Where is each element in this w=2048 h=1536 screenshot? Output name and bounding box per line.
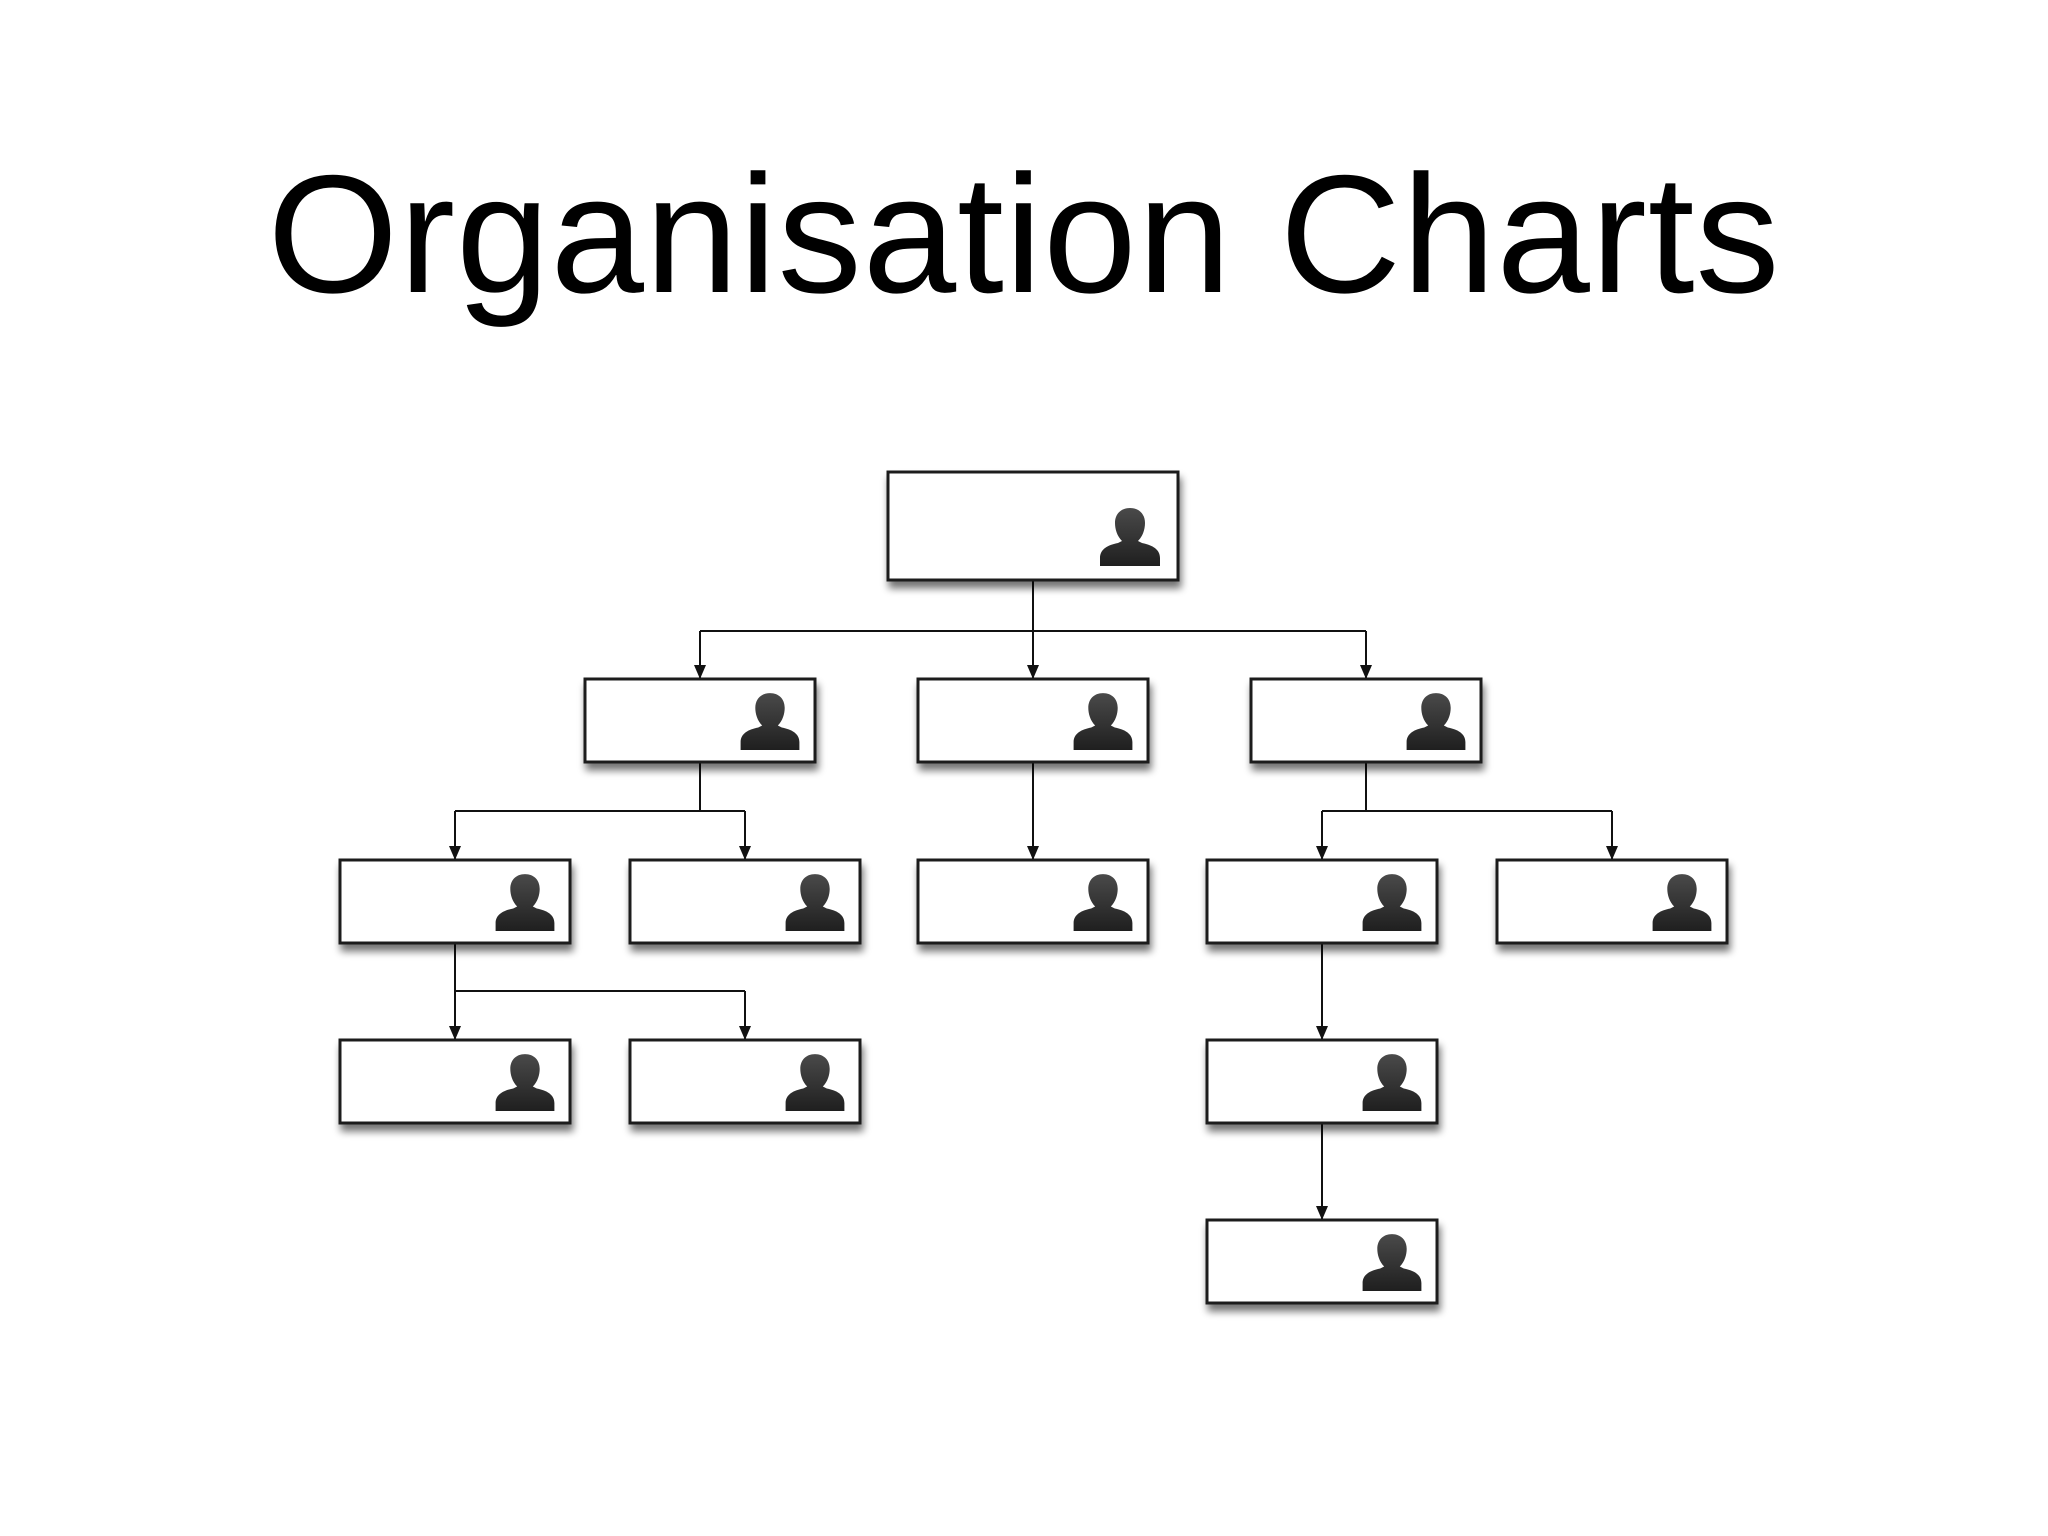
- person-icon: [1406, 693, 1466, 750]
- org-node: [628, 858, 862, 945]
- org-node: [1495, 858, 1729, 945]
- org-node: [338, 1038, 572, 1125]
- org-node: [583, 677, 817, 764]
- nodes-layer: [338, 470, 1729, 1305]
- person-icon: [495, 1054, 555, 1111]
- org-node: [916, 677, 1150, 764]
- person-icon: [1652, 874, 1712, 931]
- org-node: [1205, 1218, 1439, 1305]
- person-icon: [1362, 1054, 1422, 1111]
- connectors-layer: [449, 580, 1618, 1220]
- org-node: [1205, 1038, 1439, 1125]
- org-node-root: [886, 470, 1180, 582]
- org-node: [338, 858, 572, 945]
- person-icon: [1100, 508, 1160, 566]
- org-node: [628, 1038, 862, 1125]
- person-icon: [785, 874, 845, 931]
- org-node: [916, 858, 1150, 945]
- person-icon: [785, 1054, 845, 1111]
- person-icon: [1073, 693, 1133, 750]
- org-node: [1205, 858, 1439, 945]
- slide-title: Organisation Charts: [267, 140, 1781, 328]
- person-icon: [1073, 874, 1133, 931]
- person-icon: [740, 693, 800, 750]
- org-node: [1249, 677, 1483, 764]
- person-icon: [1362, 1234, 1422, 1291]
- person-icon: [1362, 874, 1422, 931]
- person-icon: [495, 874, 555, 931]
